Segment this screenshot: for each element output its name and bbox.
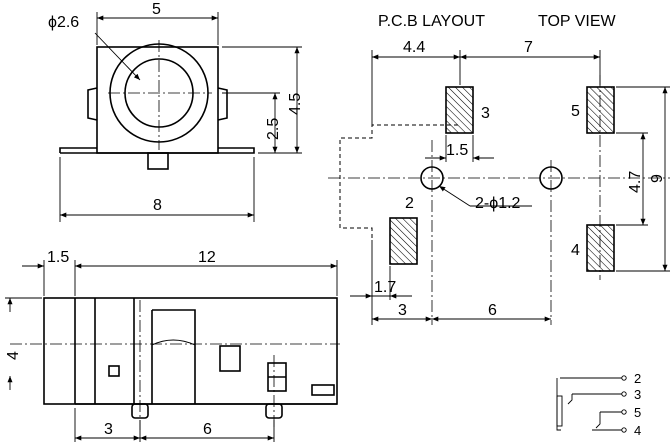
pcb-view-label: TOP VIEW xyxy=(538,13,617,30)
front-center-pin xyxy=(147,152,169,170)
pcb-bottom-right-label: 6 xyxy=(488,302,497,319)
front-left-tab xyxy=(87,87,98,121)
front-height-inner-label: 2.5 xyxy=(265,118,282,140)
side-height-label: 4 xyxy=(5,351,22,360)
side-window xyxy=(219,345,241,372)
pcb-bottom-left-label: 3 xyxy=(398,302,407,319)
front-view: ϕ2.6 5 2.5 4.5 8 xyxy=(48,1,304,222)
pcb-title: P.C.B LAYOUT xyxy=(378,13,485,30)
pcb-hole-note: 2-ϕ1.2 xyxy=(475,195,521,212)
pad-5 xyxy=(586,86,615,134)
schematic: 2 3 5 4 xyxy=(556,371,641,438)
pcb-pad-width-label: 1.5 xyxy=(446,142,468,159)
pcb-vert-inner-label: 4.7 xyxy=(627,171,644,193)
pad-label-2: 2 xyxy=(405,195,414,212)
side-body xyxy=(43,297,338,405)
front-bottom-width-label: 8 xyxy=(153,197,162,214)
side-small-mark xyxy=(108,365,120,377)
pad-label-3: 3 xyxy=(481,105,490,122)
side-pin-spacing-label: 6 xyxy=(203,421,212,438)
pad-label-5: 5 xyxy=(571,103,580,120)
schematic-pin-3: 3 xyxy=(634,387,641,402)
side-pin-left-label: 3 xyxy=(104,421,113,438)
pcb-bottom-small-label: 1.7 xyxy=(374,279,396,296)
pad-2 xyxy=(389,217,418,265)
schematic-pin-4: 4 xyxy=(634,423,641,438)
front-height-total-label: 4.5 xyxy=(287,93,304,115)
front-hole-dia-label: ϕ2.6 xyxy=(48,14,79,31)
pcb-top-right-label: 7 xyxy=(524,39,533,56)
front-width-label: 5 xyxy=(152,1,161,18)
pad-4 xyxy=(586,224,615,272)
front-body xyxy=(96,46,219,154)
schematic-sleeve xyxy=(556,395,563,427)
pad-3 xyxy=(445,86,474,134)
pcb-top-left-label: 4.4 xyxy=(403,39,425,56)
pad-label-4: 4 xyxy=(571,242,580,259)
side-top-left-label: 1.5 xyxy=(47,249,69,266)
side-cavity xyxy=(151,309,196,404)
front-right-tab xyxy=(217,87,228,121)
schematic-pin-2: 2 xyxy=(634,371,641,386)
side-tail xyxy=(311,384,335,396)
schematic-pin-5: 5 xyxy=(634,405,641,420)
pcb-vert-outer-label: 9 xyxy=(649,174,666,183)
side-view: 1.5 12 4 3 6 xyxy=(5,249,340,442)
side-length-label: 12 xyxy=(198,249,216,266)
pcb-layout: P.C.B LAYOUT TOP VIEW 3 2 5 4 4.4 7 xyxy=(328,13,670,325)
